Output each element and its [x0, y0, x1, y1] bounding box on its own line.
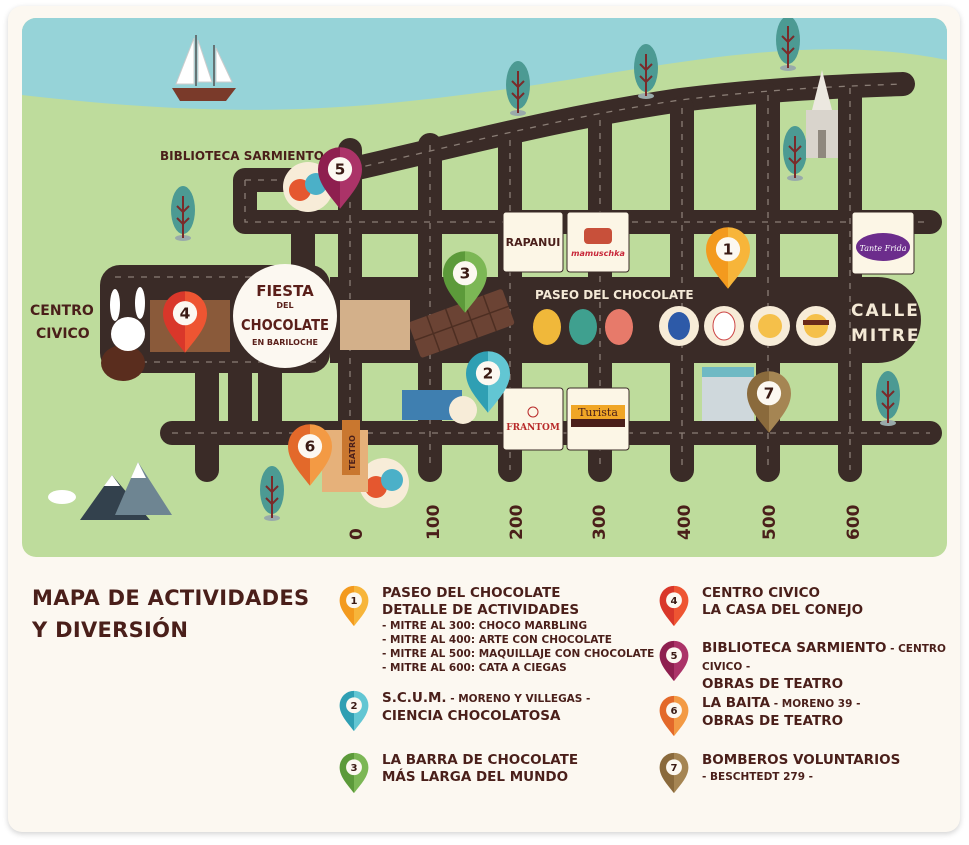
svg-text:2: 2 — [350, 701, 357, 712]
pin-3[interactable]: 3 — [443, 251, 487, 313]
fiesta-logo: FIESTA DEL CHOCOLATE EN BARILOCHE — [233, 264, 337, 368]
chocolate-bar-icon — [408, 289, 515, 358]
svg-text:7: 7 — [670, 763, 677, 774]
pin-1[interactable]: 1 — [706, 227, 750, 289]
pin-icon: 6 — [659, 695, 689, 737]
street-number: 400 — [675, 504, 695, 540]
label-biblioteca: BIBLIOTECA SARMIENTO — [160, 149, 324, 163]
svg-text:3: 3 — [350, 763, 357, 774]
tree-icon — [634, 44, 658, 99]
svg-text:2: 2 — [483, 365, 494, 383]
pin-icon: 2 — [339, 690, 369, 732]
svg-text:Tante Frida: Tante Frida — [860, 244, 907, 253]
pin-2[interactable]: 2 — [339, 690, 369, 732]
shop-mamuschka[interactable]: mamuschka — [566, 211, 630, 273]
street-number: 300 — [590, 504, 610, 540]
tree-icon — [776, 18, 800, 71]
activity-icons — [659, 306, 836, 346]
label-calle: CALLE — [851, 301, 920, 321]
label-paseo: PASEO DEL CHOCOLATE — [535, 288, 694, 302]
tree-icon — [783, 126, 807, 181]
legend-item-5: 5 BIBLIOTECA SARMIENTO - CENTRO CIVICO -… — [658, 640, 969, 693]
pin-icon: 1 — [339, 585, 369, 627]
pin-icon: 7 — [659, 752, 689, 794]
tree-icon — [171, 186, 195, 241]
svg-text:7: 7 — [764, 385, 775, 403]
svg-text:TEATRO: TEATRO — [348, 435, 357, 470]
svg-text:5: 5 — [335, 161, 346, 179]
pin-icon: 4 — [659, 585, 689, 627]
mountains-icon — [48, 462, 172, 520]
bunny-icon — [101, 287, 145, 381]
activity-detail: - MITRE AL 600: CATA A CIEGAS — [382, 662, 567, 674]
svg-text:mamuschka: mamuschka — [571, 249, 625, 258]
theater-masks-icon — [359, 458, 409, 508]
pin-2[interactable]: 2 — [466, 351, 510, 413]
svg-text:1: 1 — [350, 596, 357, 607]
pin-icon: 3 — [339, 752, 369, 794]
legend-item-2: 2 S.C.U.M. - MORENO Y VILLEGAS -CIENCIA … — [338, 690, 590, 736]
pin-6[interactable]: 6 — [659, 695, 689, 737]
pin-7[interactable]: 7 — [659, 752, 689, 794]
svg-text:FIESTA: FIESTA — [256, 282, 314, 300]
street-number: 500 — [760, 504, 780, 540]
activity-detail: - MITRE AL 500: MAQUILLAJE CON CHOCOLATE — [382, 648, 655, 660]
label-mitre: MITRE — [851, 326, 921, 346]
lake — [22, 18, 947, 110]
svg-text:FRANTOM: FRANTOM — [506, 423, 560, 433]
pin-6[interactable]: 6 — [288, 424, 332, 486]
church-icon — [806, 70, 838, 158]
svg-text:4: 4 — [180, 305, 191, 323]
activity-detail: - MITRE AL 400: ARTE CON CHOCOLATE — [382, 634, 612, 646]
label-civico: CIVICO — [36, 326, 90, 342]
tree-icon — [876, 371, 900, 426]
svg-text:6: 6 — [305, 438, 316, 456]
svg-text:5: 5 — [670, 651, 677, 662]
tree-icon — [506, 61, 530, 116]
pin-3[interactable]: 3 — [339, 752, 369, 794]
legend-item-6: 6 LA BAITA - MORENO 39 -OBRAS DE TEATRO — [658, 695, 860, 741]
pin-1[interactable]: 1 — [339, 585, 369, 627]
svg-text:4: 4 — [670, 596, 677, 607]
svg-text:EN BARILOCHE: EN BARILOCHE — [252, 338, 318, 347]
legend-item-7: 7 BOMBEROS VOLUNTARIOS- BESCHTEDT 279 - — [658, 752, 900, 798]
svg-text:6: 6 — [670, 706, 677, 717]
scum-building — [402, 390, 477, 424]
firehouse-building — [702, 367, 754, 421]
pin-4[interactable]: 4 — [659, 585, 689, 627]
easter-eggs — [533, 309, 633, 345]
shop-frantom[interactable]: FRANTOM — [502, 387, 564, 451]
activity-detail: - MITRE AL 300: CHOCO MARBLING — [382, 620, 588, 632]
pin-icon: 5 — [659, 640, 689, 682]
shop-turista[interactable]: Turista — [566, 387, 630, 451]
label-centro: CENTRO — [30, 303, 94, 319]
street-number: 600 — [844, 504, 864, 540]
svg-text:3: 3 — [460, 265, 471, 283]
tree-icon — [260, 466, 284, 521]
svg-text:Turista: Turista — [578, 406, 618, 419]
shop-tante-frida[interactable]: Tante Frida — [851, 211, 915, 275]
svg-text:1: 1 — [723, 241, 734, 259]
street-number: 200 — [507, 504, 527, 540]
street-number: 0 — [347, 528, 367, 540]
pin-7[interactable]: 7 — [747, 371, 791, 433]
pin-5[interactable]: 5 — [318, 147, 362, 209]
svg-text:RAPANUI: RAPANUI — [506, 236, 561, 249]
svg-text:DEL: DEL — [276, 301, 293, 310]
pin-4[interactable]: 4 — [163, 291, 207, 353]
pin-5[interactable]: 5 — [659, 640, 689, 682]
sailboat-icon — [172, 35, 236, 101]
shop-rapanui[interactable]: RAPANUI — [502, 211, 564, 273]
svg-text:CHOCOLATE: CHOCOLATE — [241, 316, 329, 334]
street-number: 100 — [424, 504, 444, 540]
